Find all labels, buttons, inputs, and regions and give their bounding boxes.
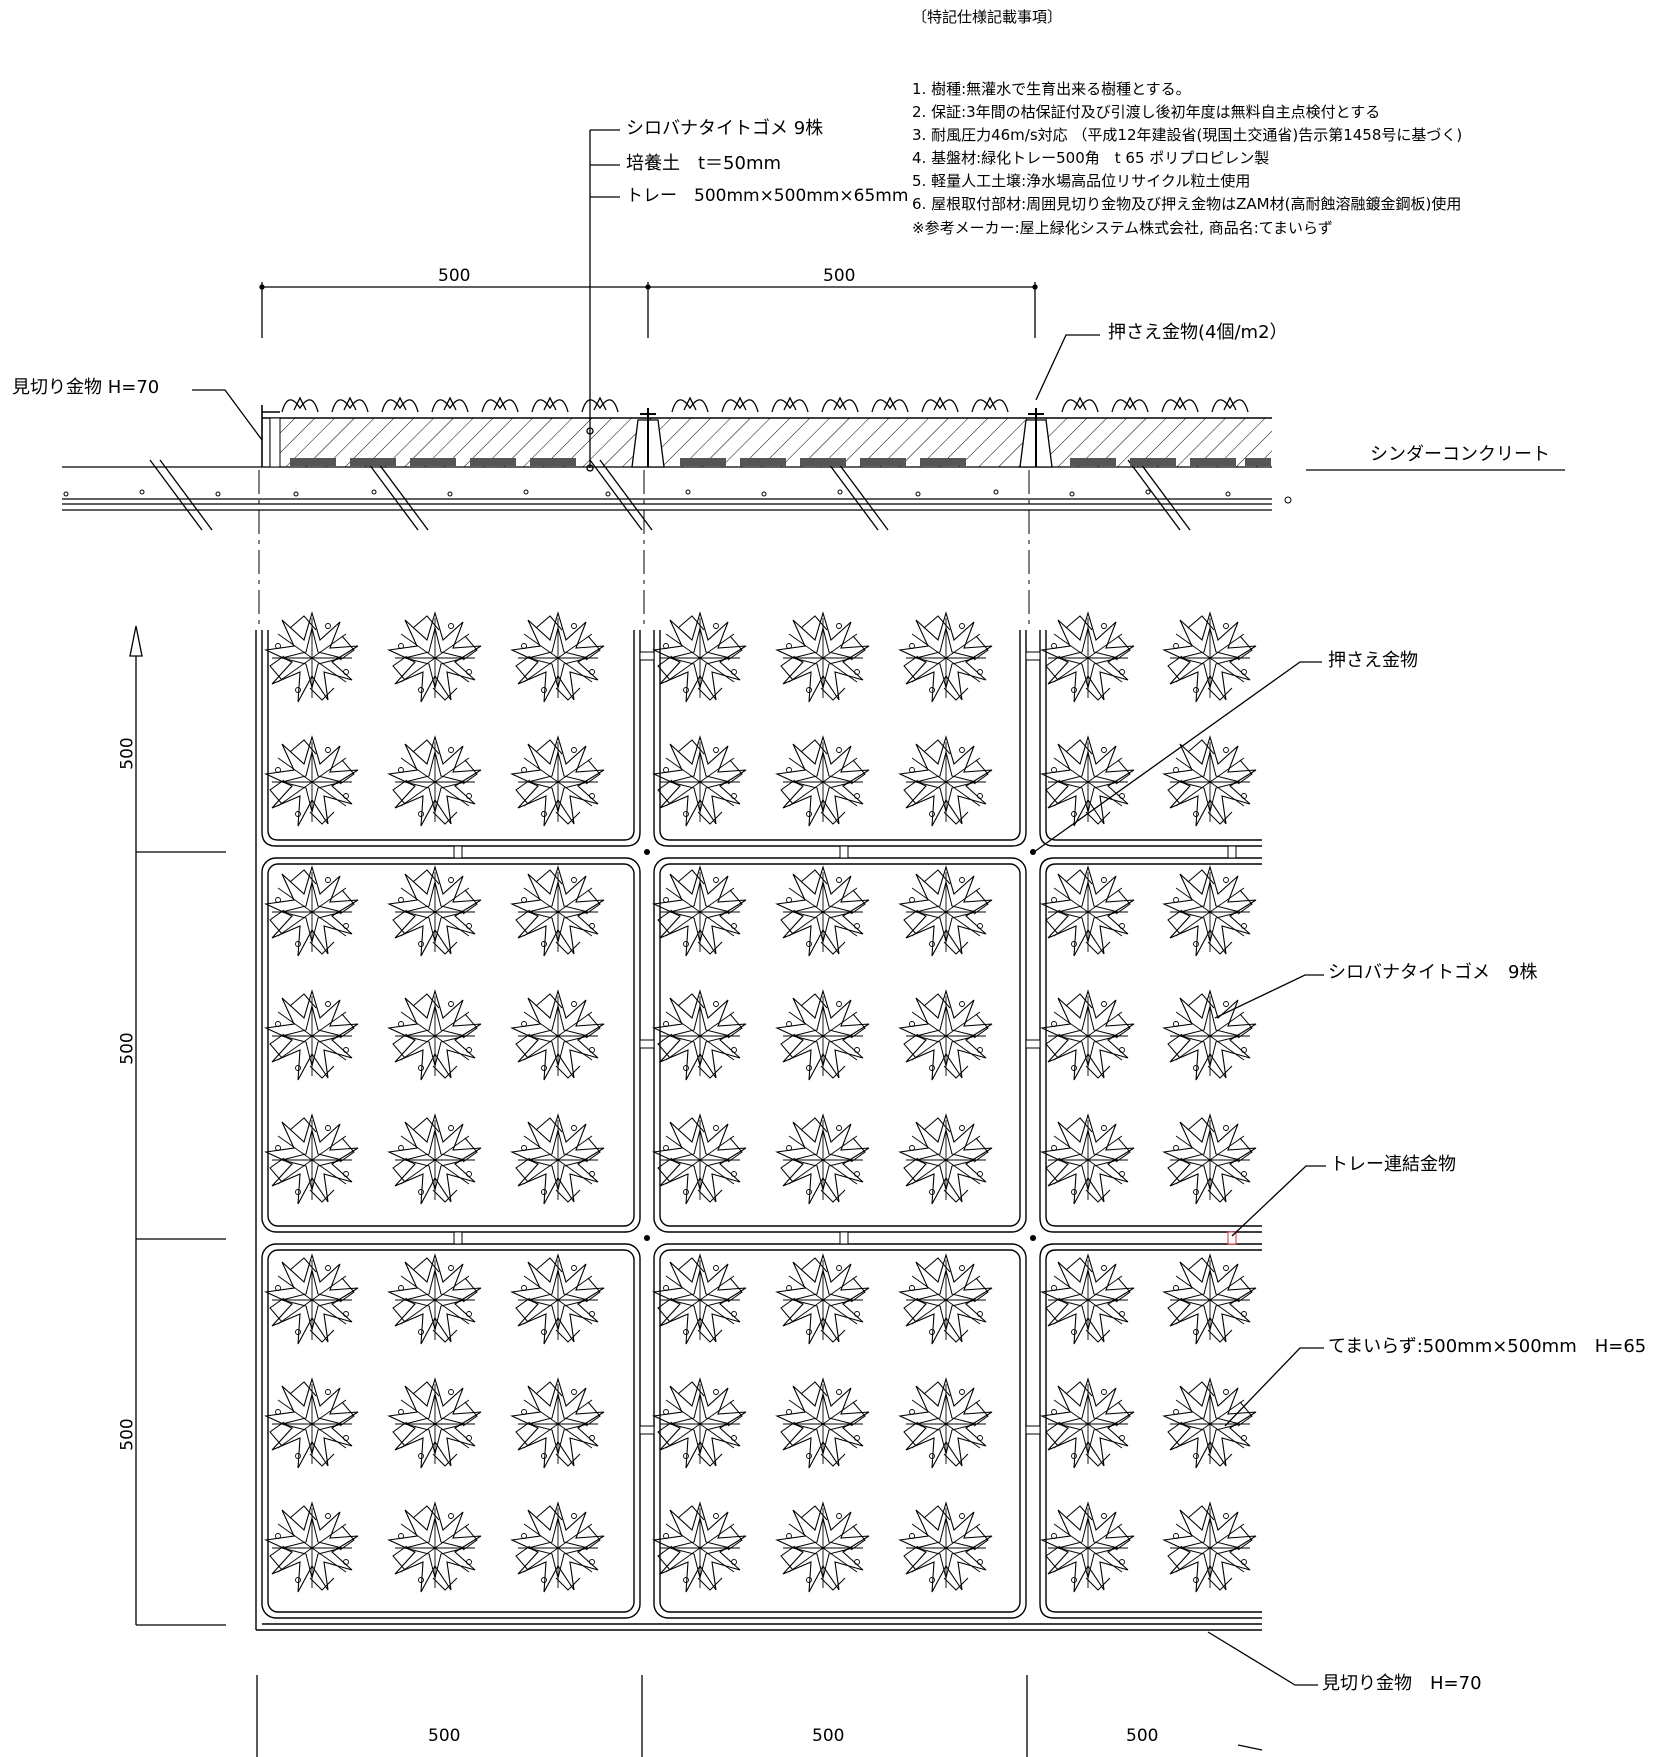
plan-holddown-label: 押さえ金物 [1328,650,1418,671]
plan-holddowns [644,849,1036,1241]
plan-vertical-dimension [129,625,226,1626]
section-holddown-label: 押さえ金物(4個/m2） [1108,322,1288,343]
slab-lines [62,459,1272,531]
plan-dim-v: 500 [117,1032,138,1065]
spec-item: 4. 基盤材:緑化トレー500角 t 65 ポリプロピレン製 [912,149,1270,167]
section-plants [281,397,1249,413]
plan-plant-label: シロバナタイトゴメ 9株 [1328,962,1538,983]
spec-item: 6. 屋根取付部材:周囲見切り金物及び押え金物はZAM材(高耐蝕溶融鍍金鋼板)使… [912,195,1462,213]
slab-dots [63,489,1292,504]
section-trays [261,405,1272,468]
section-base-label: シンダーコンクリート [1370,444,1550,465]
section-dimension [259,282,1038,338]
plan-dim-h: 500 [428,1726,461,1746]
plan-dim-h: 500 [1126,1726,1159,1746]
plan-connectors [453,651,1237,1435]
section-soil-label: 培養土 t＝50mm [626,153,782,174]
plan-horizontal-dimension [256,1675,1263,1757]
spec-item: 5. 軽量人工土壌:浄水場高品位リサイクル粒土使用 [912,172,1251,190]
plan-dim-v: 500 [117,1418,138,1451]
section-tray-label: トレー 500mm×500mm×65mm [626,186,909,206]
plan-leaders [1033,661,1326,1686]
section-plant-label: シロバナタイトゴメ 9株 [626,118,824,139]
plan-dim-h: 500 [812,1726,845,1746]
plan-trays [255,630,1262,1631]
reference-note: ※参考メーカー:屋上緑化システム株式会社, 商品名:てまいらず [912,219,1333,237]
section-dim-right: 500 [823,266,856,286]
section-view [62,129,1565,625]
plan-product-label: てまいらず:500mm×500mm H=65 [1328,1336,1647,1357]
plan-plants [265,612,1257,1593]
plan-dim-v: 500 [117,737,138,770]
section-edge-label: 見切り金物 H=70 [12,377,160,398]
spec-item: 1. 樹種:無灌水で生育出来る樹種とする。 [912,80,1191,98]
spec-item: 3. 耐風圧力46m/s対応 （平成12年建設省(現国土交通省)告示第1458号… [912,126,1463,144]
projection-lines [258,470,1030,625]
section-dim-left: 500 [438,266,471,286]
plan-edge-label: 見切り金物 H=70 [1322,1673,1482,1694]
spec-list: 1. 樹種:無灌水で生育出来る樹種とする。 2. 保証:3年間の枯保証付及び引渡… [912,78,1462,216]
spec-heading: 〔特記仕様記載事項〕 [912,8,1063,26]
plan-view [129,612,1326,1757]
plan-connector-label: トレー連結金物 [1330,1154,1456,1175]
spec-item: 2. 保証:3年間の枯保証付及び引渡し後初年度は無料自主点検付とする [912,103,1381,121]
